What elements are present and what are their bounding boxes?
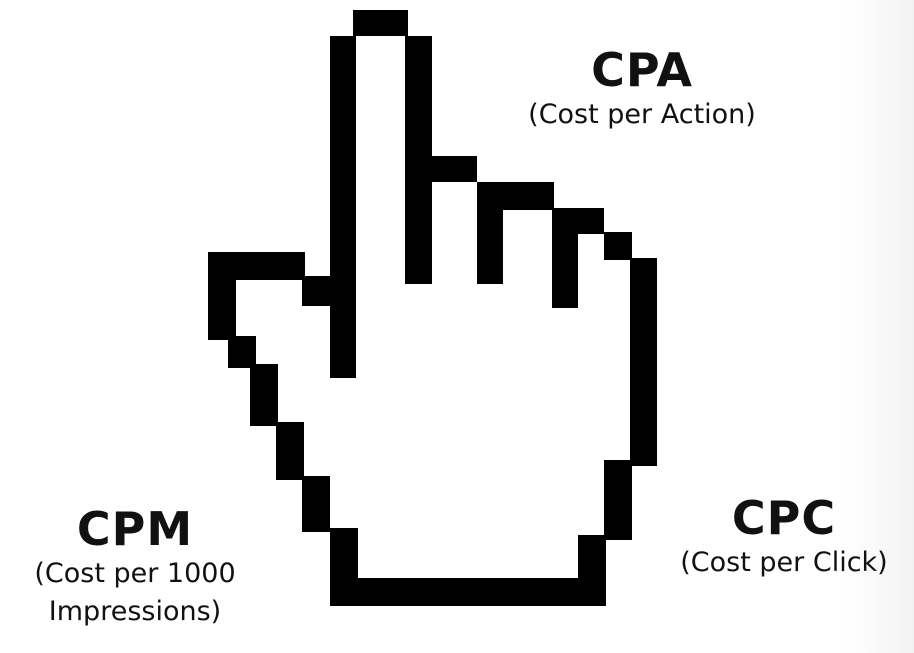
- cpm-title: CPM: [76, 502, 194, 556]
- cpa-description: (Cost per Action): [528, 99, 756, 130]
- cpm-description-line2: Impressions): [48, 596, 222, 627]
- cpc-description: (Cost per Click): [680, 547, 888, 578]
- cpm-description-line1: (Cost per 1000: [34, 558, 236, 589]
- cpc-title: CPC: [731, 491, 837, 545]
- cpc-label: CPC (Cost per Click): [654, 492, 914, 582]
- cpa-label: CPA (Cost per Action): [492, 44, 792, 134]
- hand-outline: [208, 10, 657, 606]
- cpa-title: CPA: [591, 43, 693, 97]
- cpm-label: CPM (Cost per 1000 Impressions): [0, 503, 270, 631]
